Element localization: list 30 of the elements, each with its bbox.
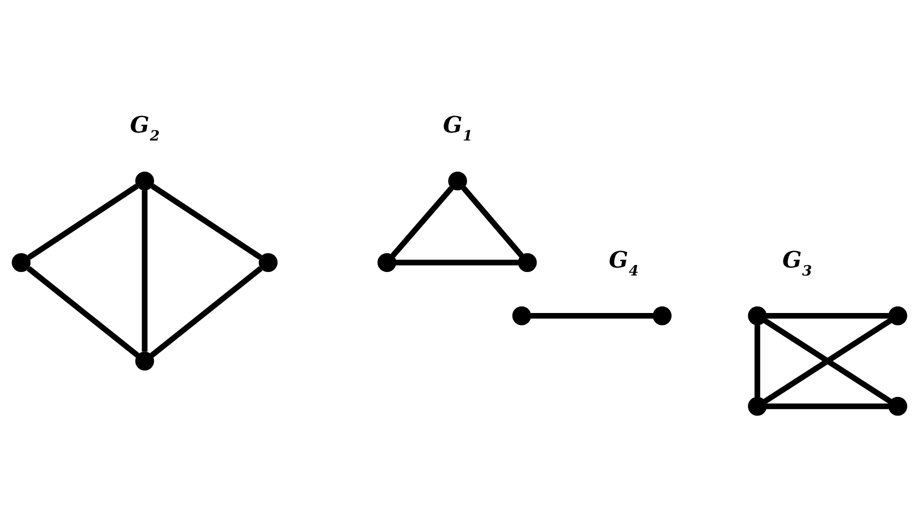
node-circle — [518, 253, 537, 272]
connector — [763, 318, 892, 404]
label: G$_{4}$ — [608, 247, 639, 280]
node-circle — [448, 172, 468, 190]
node-circle — [135, 352, 154, 370]
node-circle — [258, 253, 278, 272]
node-circle — [888, 306, 908, 326]
label: G$_{1}$ — [443, 112, 473, 145]
node-circle — [135, 172, 154, 190]
connector — [754, 324, 760, 398]
connector — [766, 403, 889, 410]
connector — [396, 260, 518, 266]
connector — [150, 184, 262, 260]
connector — [26, 266, 140, 358]
connector — [150, 266, 263, 358]
connector — [530, 312, 654, 319]
node-circle — [888, 396, 908, 416]
connector — [461, 186, 524, 258]
connector — [766, 312, 889, 319]
connector — [390, 186, 454, 258]
connector — [142, 190, 148, 352]
node-circle — [512, 306, 532, 326]
node-circle — [652, 306, 672, 326]
label: G$_{3}$ — [782, 247, 812, 280]
label: G$_{2}$ — [130, 112, 160, 145]
node-circle — [378, 253, 396, 272]
node-circle — [12, 253, 31, 272]
connector — [27, 184, 138, 260]
node-circle — [748, 306, 767, 326]
node-circle — [748, 396, 767, 416]
